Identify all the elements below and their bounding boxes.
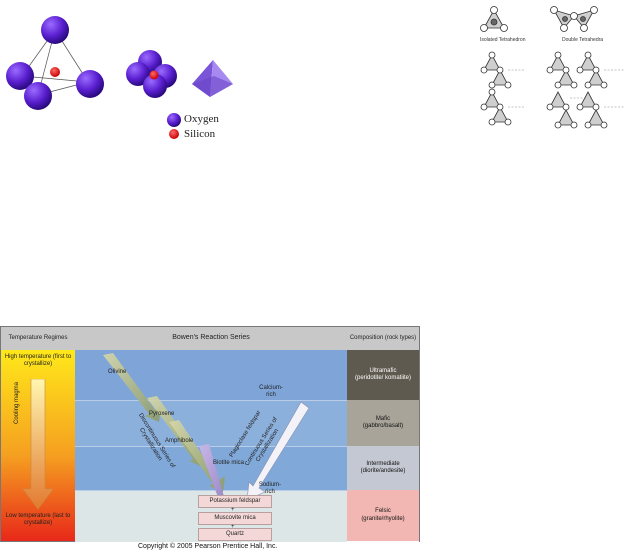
cooling-arrow bbox=[22, 379, 54, 510]
silicate-structures-figure bbox=[480, 6, 625, 129]
single-chain-diagram bbox=[480, 51, 512, 126]
high-temperature-label: High temperature (first to crystallize) bbox=[4, 354, 72, 367]
mineral-label: Biotite mica bbox=[213, 460, 245, 466]
composition-intermediate: Intermediate(diorite/andesite) bbox=[347, 446, 419, 491]
final-mineral-box: Potassium feldspar bbox=[198, 495, 272, 508]
mineral-label: Pyroxene bbox=[149, 411, 175, 417]
silicon-legend-swatch bbox=[169, 129, 179, 139]
reaction-series-arrows bbox=[103, 353, 310, 501]
packed-tetrahedron-model bbox=[126, 50, 177, 98]
oxygen-legend-swatch bbox=[167, 113, 181, 127]
cooling-magma-label: Cooling magma bbox=[14, 381, 20, 425]
plus-sign: + bbox=[231, 507, 235, 513]
silicon-legend-label: Silicon bbox=[184, 128, 216, 140]
copyright-text: Copyright © 2005 Pearson Prentice Hall, … bbox=[138, 543, 278, 550]
sodium-rich-label: Sodium-rich bbox=[258, 482, 282, 495]
low-temperature-label: Low temperature (last to crystallize) bbox=[5, 513, 71, 526]
olivine-arrow bbox=[103, 353, 161, 422]
mineral-label: Amphibole bbox=[165, 438, 194, 444]
composition-mafic: Mafic(gabbro/basalt) bbox=[347, 400, 419, 447]
bowens-reaction-series-diagram: Temperature Regimes Bowen's Reaction Ser… bbox=[0, 326, 420, 542]
mineral-label: Olivine bbox=[108, 369, 127, 375]
biotite-arrow bbox=[199, 444, 225, 500]
plus-sign: + bbox=[231, 524, 235, 530]
double-tetrahedra-label: Double Tetrahedra bbox=[562, 37, 604, 43]
final-mineral-box: Muscovite mica bbox=[198, 512, 272, 525]
silica-tetrahedron-figure bbox=[6, 16, 233, 139]
temperature-header: Temperature Regimes bbox=[1, 327, 76, 350]
composition-ultramafic: Ultramafic(peridotite/ komatiite) bbox=[347, 350, 419, 401]
final-mineral-box: Quartz bbox=[198, 528, 272, 541]
isolated-tetrahedron-label: Isolated Tetrahedron bbox=[480, 37, 526, 43]
tetrahedron-pyramid-shape bbox=[192, 60, 233, 97]
calcium-rich-label: Calcium-rich bbox=[259, 385, 283, 398]
double-chain-diagram bbox=[546, 51, 608, 129]
composition-header: Composition (rock types) bbox=[347, 327, 419, 350]
diagram-title: Bowen's Reaction Series bbox=[75, 327, 348, 350]
oxygen-legend-label: Oxygen bbox=[184, 113, 219, 125]
composition-felsic: Felsic(granite/rhyolite) bbox=[347, 490, 419, 542]
open-tetrahedron-model bbox=[6, 16, 104, 110]
